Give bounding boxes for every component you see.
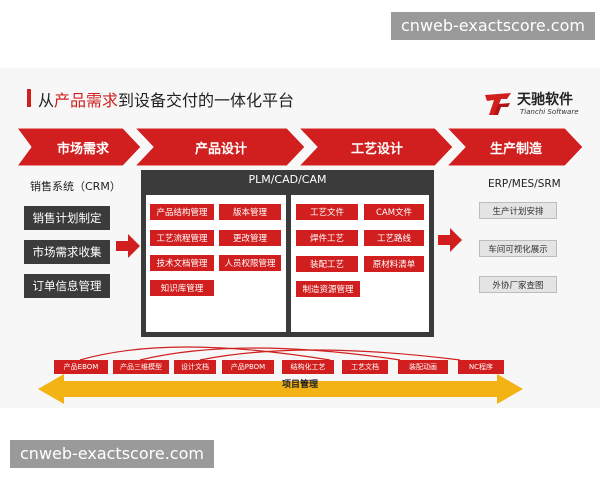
- phase-product-design: 产品设计: [194, 141, 247, 157]
- product-item: 更改管理: [219, 230, 281, 246]
- product-item: 知识库管理: [150, 280, 214, 296]
- crm-item-order-management: 订单信息管理: [24, 274, 110, 298]
- process-item: 工艺路线: [364, 230, 424, 246]
- product-item: 产品结构管理: [150, 204, 214, 220]
- deliverable-tag: 产品三维模型: [113, 360, 169, 374]
- process-item: CAM文件: [364, 204, 424, 220]
- title-accent-bar: [27, 89, 31, 107]
- product-item: 版本管理: [219, 204, 281, 220]
- slide-title: 从产品需求到设备交付的一体化平台: [38, 91, 295, 110]
- crm-item-demand-collection: 市场需求收集: [24, 240, 110, 264]
- phase-production: 生产制造: [489, 141, 542, 157]
- watermark-bottom: cnweb-exactscore.com: [10, 440, 214, 468]
- deliverable-tag: 装配动画: [398, 360, 448, 374]
- deliverable-tag: 产品EBOM: [54, 360, 108, 374]
- deliverable-tag: NC程序: [458, 360, 504, 374]
- crm-item-sales-plan: 销售计划制定: [24, 206, 110, 230]
- process-item: 工艺文件: [296, 204, 358, 220]
- deliverable-tag: 产品PBOM: [222, 360, 274, 374]
- phase-arrows: [17, 128, 583, 166]
- process-item: 焊件工艺: [296, 230, 358, 246]
- deliverable-tag: 结构化工艺: [282, 360, 334, 374]
- product-item: 工艺流程管理: [150, 230, 214, 246]
- phase-market: 市场需求: [56, 141, 109, 157]
- deliverable-tag: 工艺文档: [342, 360, 388, 374]
- erp-title: ERP/MES/SRM: [488, 178, 561, 190]
- product-item: 人员权限管理: [219, 255, 281, 271]
- process-item: 原材料清单: [364, 256, 424, 272]
- phase-process-design: 工艺设计: [350, 141, 403, 157]
- tag-connector-arcs: [79, 346, 461, 361]
- crm-title: 销售系统（CRM）: [30, 180, 121, 193]
- erp-item-workshop-visual: 车间可视化展示: [479, 240, 557, 257]
- deliverable-tag: 设计文档: [174, 360, 216, 374]
- logo-name: 天驰软件: [517, 92, 573, 108]
- right-arrow-icon: [438, 228, 462, 252]
- erp-item-production-plan: 生产计划安排: [479, 202, 557, 219]
- erp-item-outsource-drawings: 外协厂家查图: [479, 276, 557, 293]
- project-management-arrow: [38, 374, 523, 404]
- watermark-top: cnweb-exactscore.com: [391, 12, 595, 40]
- tianchi-logo-icon: [485, 93, 511, 115]
- process-item: 制造资源管理: [296, 281, 360, 297]
- process-item: 装配工艺: [296, 256, 358, 272]
- right-arrow-icon: [116, 234, 140, 258]
- logo-subtitle: Tianchi Software: [520, 108, 579, 116]
- plm-title: PLM/CAD/CAM: [248, 173, 327, 186]
- project-management-label: 项目管理: [281, 380, 318, 390]
- product-item: 技术文档管理: [150, 255, 214, 271]
